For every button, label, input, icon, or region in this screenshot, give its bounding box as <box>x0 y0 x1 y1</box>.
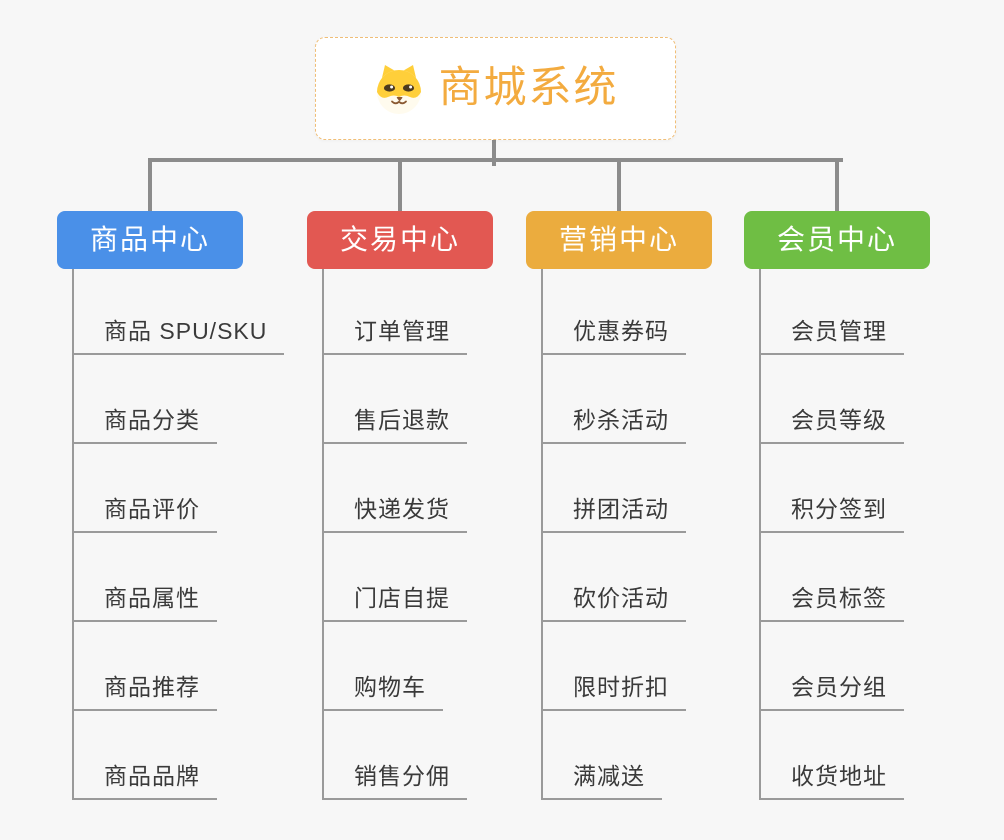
branch-trunk-line <box>322 269 324 800</box>
subtopic-label: 订单管理 <box>354 318 450 344</box>
subtopic-item[interactable]: 商品评价 <box>72 495 217 533</box>
subtopic-item[interactable]: 商品分类 <box>72 406 217 444</box>
subtopic-item[interactable]: 优惠券码 <box>541 317 686 355</box>
subtopic-label: 会员等级 <box>791 407 887 433</box>
branch-bus-line <box>148 158 843 162</box>
subtopic-item[interactable]: 快递发货 <box>322 495 467 533</box>
branch-trunk-line <box>72 269 74 800</box>
branch-topic-product-center[interactable]: 商品中心 <box>57 211 243 269</box>
subtopic-label: 商品 SPU/SKU <box>104 318 268 344</box>
dog-face-icon <box>373 63 425 115</box>
subtopic-item[interactable]: 商品属性 <box>72 584 217 622</box>
subtopic-label: 商品属性 <box>104 585 200 611</box>
branch-drop-line <box>617 158 621 211</box>
branch-trunk-line <box>541 269 543 800</box>
subtopic-item[interactable]: 秒杀活动 <box>541 406 686 444</box>
subtopic-label: 砍价活动 <box>573 585 669 611</box>
branch-topic-label: 交易中心 <box>339 224 460 255</box>
subtopic-item[interactable]: 限时折扣 <box>541 673 686 711</box>
subtopic-item[interactable]: 会员分组 <box>759 673 904 711</box>
subtopic-label: 商品推荐 <box>104 674 200 700</box>
branch-topic-label: 商品中心 <box>89 224 210 255</box>
subtopic-item[interactable]: 积分签到 <box>759 495 904 533</box>
subtopic-item[interactable]: 订单管理 <box>322 317 467 355</box>
subtopic-item[interactable]: 门店自提 <box>322 584 467 622</box>
branch-topic-label: 会员中心 <box>776 224 897 255</box>
subtopic-label: 满减送 <box>573 763 645 789</box>
subtopic-label: 销售分佣 <box>354 763 450 789</box>
subtopic-item[interactable]: 购物车 <box>322 673 443 711</box>
branch-topic-trade-center[interactable]: 交易中心 <box>307 211 493 269</box>
subtopic-label: 商品评价 <box>104 496 200 522</box>
subtopic-label: 售后退款 <box>354 407 450 433</box>
subtopic-label: 商品品牌 <box>104 763 200 789</box>
subtopic-item[interactable]: 销售分佣 <box>322 762 467 800</box>
branch-topic-member-center[interactable]: 会员中心 <box>744 211 930 269</box>
subtopic-item[interactable]: 商品品牌 <box>72 762 217 800</box>
subtopic-item[interactable]: 会员管理 <box>759 317 904 355</box>
subtopic-label: 购物车 <box>354 674 426 700</box>
subtopic-item[interactable]: 售后退款 <box>322 406 467 444</box>
subtopic-label: 商品分类 <box>104 407 200 433</box>
subtopic-label: 优惠券码 <box>573 318 669 344</box>
subtopic-label: 会员标签 <box>791 585 887 611</box>
subtopic-label: 拼团活动 <box>573 496 669 522</box>
subtopic-label: 快递发货 <box>354 496 450 522</box>
subtopic-item[interactable]: 会员等级 <box>759 406 904 444</box>
branch-topic-marketing-center[interactable]: 营销中心 <box>526 211 712 269</box>
subtopic-item[interactable]: 满减送 <box>541 762 662 800</box>
subtopic-label: 收货地址 <box>791 763 887 789</box>
branch-drop-line <box>148 158 152 211</box>
subtopic-item[interactable]: 商品推荐 <box>72 673 217 711</box>
branch-drop-line <box>835 158 839 211</box>
subtopic-label: 限时折扣 <box>573 674 669 700</box>
subtopic-item[interactable]: 拼团活动 <box>541 495 686 533</box>
root-stem-line <box>492 140 496 166</box>
branch-topic-label: 营销中心 <box>558 224 679 255</box>
subtopic-item[interactable]: 商品 SPU/SKU <box>72 317 285 355</box>
subtopic-item[interactable]: 收货地址 <box>759 762 904 800</box>
subtopic-item[interactable]: 砍价活动 <box>541 584 686 622</box>
branch-trunk-line <box>759 269 761 800</box>
subtopic-label: 门店自提 <box>354 585 450 611</box>
subtopic-label: 积分签到 <box>791 496 887 522</box>
subtopic-item[interactable]: 会员标签 <box>759 584 904 622</box>
subtopic-label: 秒杀活动 <box>573 407 669 433</box>
subtopic-label: 会员分组 <box>791 674 887 700</box>
root-topic[interactable]: 商城系统 <box>315 37 676 140</box>
subtopic-label: 会员管理 <box>791 318 887 344</box>
branch-drop-line <box>398 158 402 211</box>
root-topic-label: 商城系统 <box>438 64 619 112</box>
